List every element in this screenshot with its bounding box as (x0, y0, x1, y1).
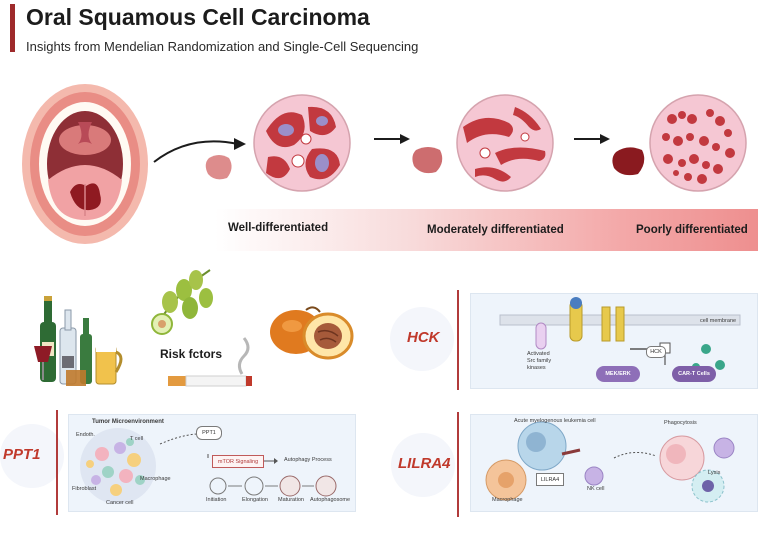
mek-erk-pill: MEK/ERK (596, 366, 640, 382)
progression-arrow-2 (374, 134, 410, 144)
betel-fruit-illustration (270, 306, 354, 360)
mtor-signaling-box: mTOR Signaling (212, 455, 264, 468)
phagocytosis-label: Phagocytosis (664, 420, 697, 426)
tissue-poorly-differentiated (649, 94, 747, 192)
page-subtitle: Insights from Mendelian Randomization an… (26, 39, 419, 54)
progression-arrow-3 (574, 134, 610, 144)
cigarette-illustration (168, 337, 252, 387)
aml-cell-label: Acute myelogenous leukemia cell (514, 418, 596, 424)
hck-gene-label: HCK (407, 329, 440, 346)
tumor-nodule-1 (205, 155, 232, 180)
tumor-nodule-3 (612, 147, 645, 176)
ppt1-gene-label: PPT1 (3, 446, 41, 463)
alcohol-bottles-illustration (34, 296, 123, 386)
autophagy-process-label: Autophagy Process (284, 457, 332, 463)
ppt1-divider (56, 410, 58, 515)
autophagy-stage-1: Initiation (206, 497, 227, 503)
hck-membrane-label: cell membrane (700, 318, 737, 324)
ppt1-tme-label: Tumor Microenvironment (92, 419, 164, 425)
autophagy-stage-2: Elongation (242, 497, 268, 503)
hck-node: HCK (646, 346, 666, 358)
lilra4-gene-label: LILRA4 (398, 455, 451, 472)
hck-divider (457, 290, 459, 390)
label-moderately-differentiated: Moderately differentiated (427, 224, 564, 236)
tumor-nodule-2 (412, 147, 443, 174)
differentiation-gradient-band (215, 209, 758, 251)
ppt1-node: PPT1 (196, 426, 222, 440)
page-title: Oral Squamous Cell Carcinoma (26, 4, 370, 30)
title-accent-bar (10, 4, 15, 52)
ppt1-gene-circle (0, 424, 64, 488)
ppt1-t-label: T cell (130, 436, 144, 442)
hck-gene-circle (390, 307, 454, 371)
nk-cell-label: NK cell (587, 486, 605, 492)
lilra4-divider (457, 412, 459, 517)
tissue-moderately-differentiated (456, 94, 554, 192)
lysis-label: Lysis (708, 470, 721, 476)
lilra4-node: LILRA4 (536, 473, 564, 486)
hck-kinase-label: Activated Src family kinases (527, 351, 552, 371)
ppt1-macro-label: Macrophage (140, 476, 171, 482)
hck-pathway-diagram (499, 297, 741, 371)
label-well-differentiated: Well-differentiated (228, 222, 329, 234)
progression-arrow-1 (153, 138, 246, 163)
ppt1-fib-label: Fibroblast (72, 486, 97, 492)
risk-factors-label: Risk fctors (160, 347, 223, 361)
ppt1-endo-label: Endoth. (76, 432, 95, 438)
car-t-pill: CAR-T Cells (672, 366, 716, 382)
lilra4-gene-circle (391, 433, 455, 497)
ppt1-tme-diagram (80, 428, 337, 504)
autophagy-stage-3: Maturation (278, 497, 304, 503)
ppt1-cancer-label: Cancer cell (106, 500, 134, 506)
label-poorly-differentiated: Poorly differentiated (636, 224, 748, 236)
autophagy-stage-4: Autophagosome (310, 497, 351, 503)
tissue-well-differentiated (253, 94, 351, 192)
areca-nut-plant-illustration (151, 269, 213, 335)
lilra4-immune-diagram (485, 421, 735, 503)
macrophage-label: Macrophage (492, 497, 523, 503)
mouth-illustration (22, 84, 148, 244)
